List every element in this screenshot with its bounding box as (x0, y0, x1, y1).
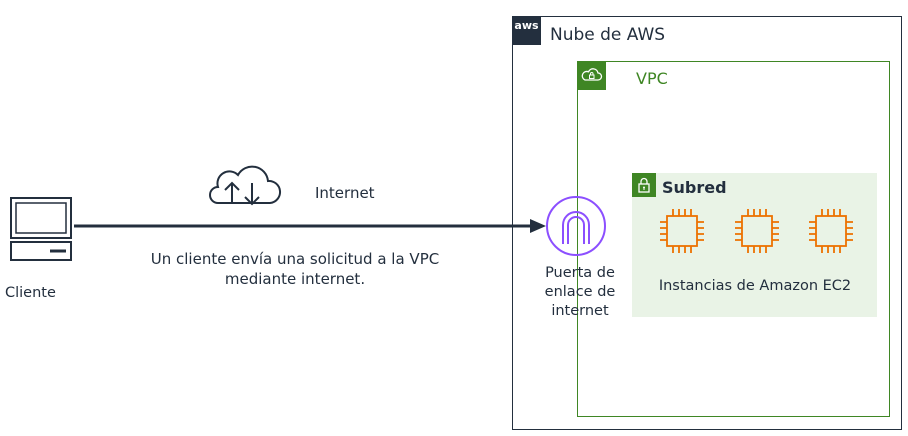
aws-cloud-group (512, 16, 902, 430)
aws-logo-icon: aws (512, 16, 541, 45)
ec2-instance-icon (732, 206, 782, 256)
vpc-title: VPC (636, 69, 668, 88)
client-label: Cliente (5, 285, 56, 301)
request-arrow-head (530, 219, 546, 233)
subnet-group (632, 173, 877, 317)
subnet-title: Subred (662, 178, 727, 197)
ec2-instance-icon (806, 206, 856, 256)
vpc-group (577, 61, 890, 417)
internet-gateway-label: Puerta de enlace de internet (544, 265, 616, 319)
internet-gateway-icon (546, 196, 606, 256)
client-laptop-icon (10, 197, 72, 261)
subnet-lock-icon (632, 173, 656, 197)
request-description: Un cliente envía una solicitud a la VPC … (150, 250, 440, 288)
aws-logo-text: aws (514, 19, 539, 32)
ec2-instances-label: Instancias de Amazon EC2 (658, 278, 852, 294)
internet-cloud-icon (209, 165, 282, 206)
vpc-cloud-lock-icon (577, 61, 606, 90)
aws-cloud-title: Nube de AWS (550, 25, 666, 45)
internet-label: Internet (315, 184, 375, 202)
ec2-instance-icon (657, 206, 707, 256)
